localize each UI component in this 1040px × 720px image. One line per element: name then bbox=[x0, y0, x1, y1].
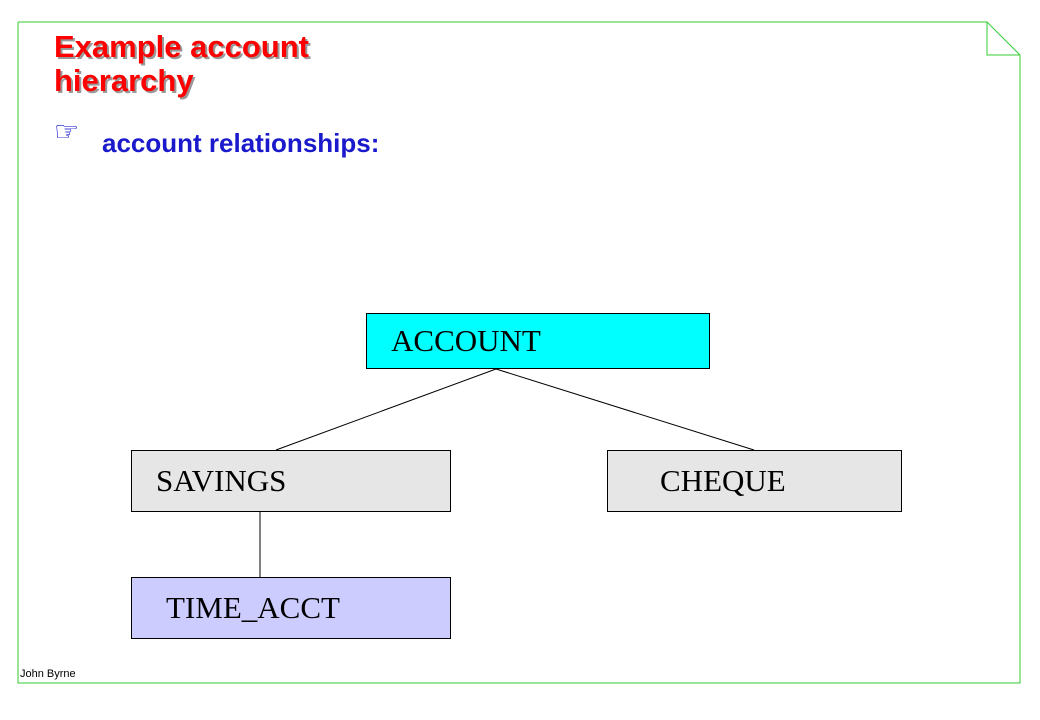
node-cheque: CHEQUE bbox=[607, 450, 902, 512]
slide-title: Example account hierarchy bbox=[54, 29, 309, 98]
node-savings-label: SAVINGS bbox=[156, 463, 287, 498]
footer-author: John Byrne bbox=[20, 668, 76, 680]
bullet-text: account relationships: bbox=[102, 128, 380, 158]
edge-account-cheque bbox=[495, 368, 755, 451]
pointing-hand-icon: ☞ bbox=[54, 115, 80, 148]
node-account-label: ACCOUNT bbox=[391, 323, 541, 358]
edge-account-savings bbox=[275, 368, 497, 451]
page-corner-fold bbox=[986, 22, 1020, 56]
node-savings: SAVINGS bbox=[131, 450, 451, 512]
node-time-acct: TIME_ACCT bbox=[131, 577, 451, 639]
slide-border bbox=[17, 21, 1021, 684]
node-cheque-label: CHEQUE bbox=[660, 463, 786, 498]
node-time-acct-label: TIME_ACCT bbox=[166, 590, 340, 625]
node-account: ACCOUNT bbox=[366, 313, 710, 369]
